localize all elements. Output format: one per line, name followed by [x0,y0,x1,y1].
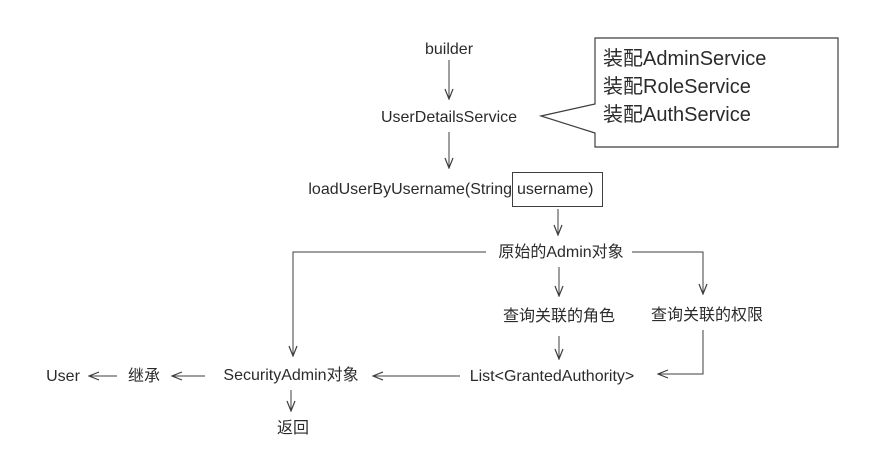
arrow-rawadmin-to-querypermissions-elbow [632,251,703,294]
node-inherit: 继承 [127,368,161,385]
username-parameter-label: username) [517,180,594,198]
callout-bubble-shape [538,37,839,148]
node-user-details-service: UserDetailsService [380,109,518,126]
callout-line-3: 装配AuthService [603,104,751,126]
username-parameter-box: username) [512,172,603,207]
node-return: 返回 [276,420,310,437]
node-builder: builder [424,41,474,58]
node-granted-authority-list: List<GrantedAuthority> [469,368,635,385]
arrow-rawadmin-to-securityadmin-elbow [293,251,486,356]
node-security-admin-object: SecurityAdmin对象 [223,367,359,384]
node-load-user-by-username: loadUserByUsername(String [308,181,512,198]
node-raw-admin-object: 原始的Admin对象 [498,244,624,261]
node-query-related-roles: 查询关联的角色 [502,308,616,325]
arrow-querypermissions-to-list-elbow [658,330,704,374]
callout-line-1: 装配AdminService [603,48,767,70]
callout-line-2: 装配RoleService [603,76,751,98]
node-user: User [46,368,80,385]
callout-text: 装配AdminService 装配RoleService 装配AuthServi… [603,45,766,129]
node-query-related-permissions: 查询关联的权限 [650,307,764,324]
